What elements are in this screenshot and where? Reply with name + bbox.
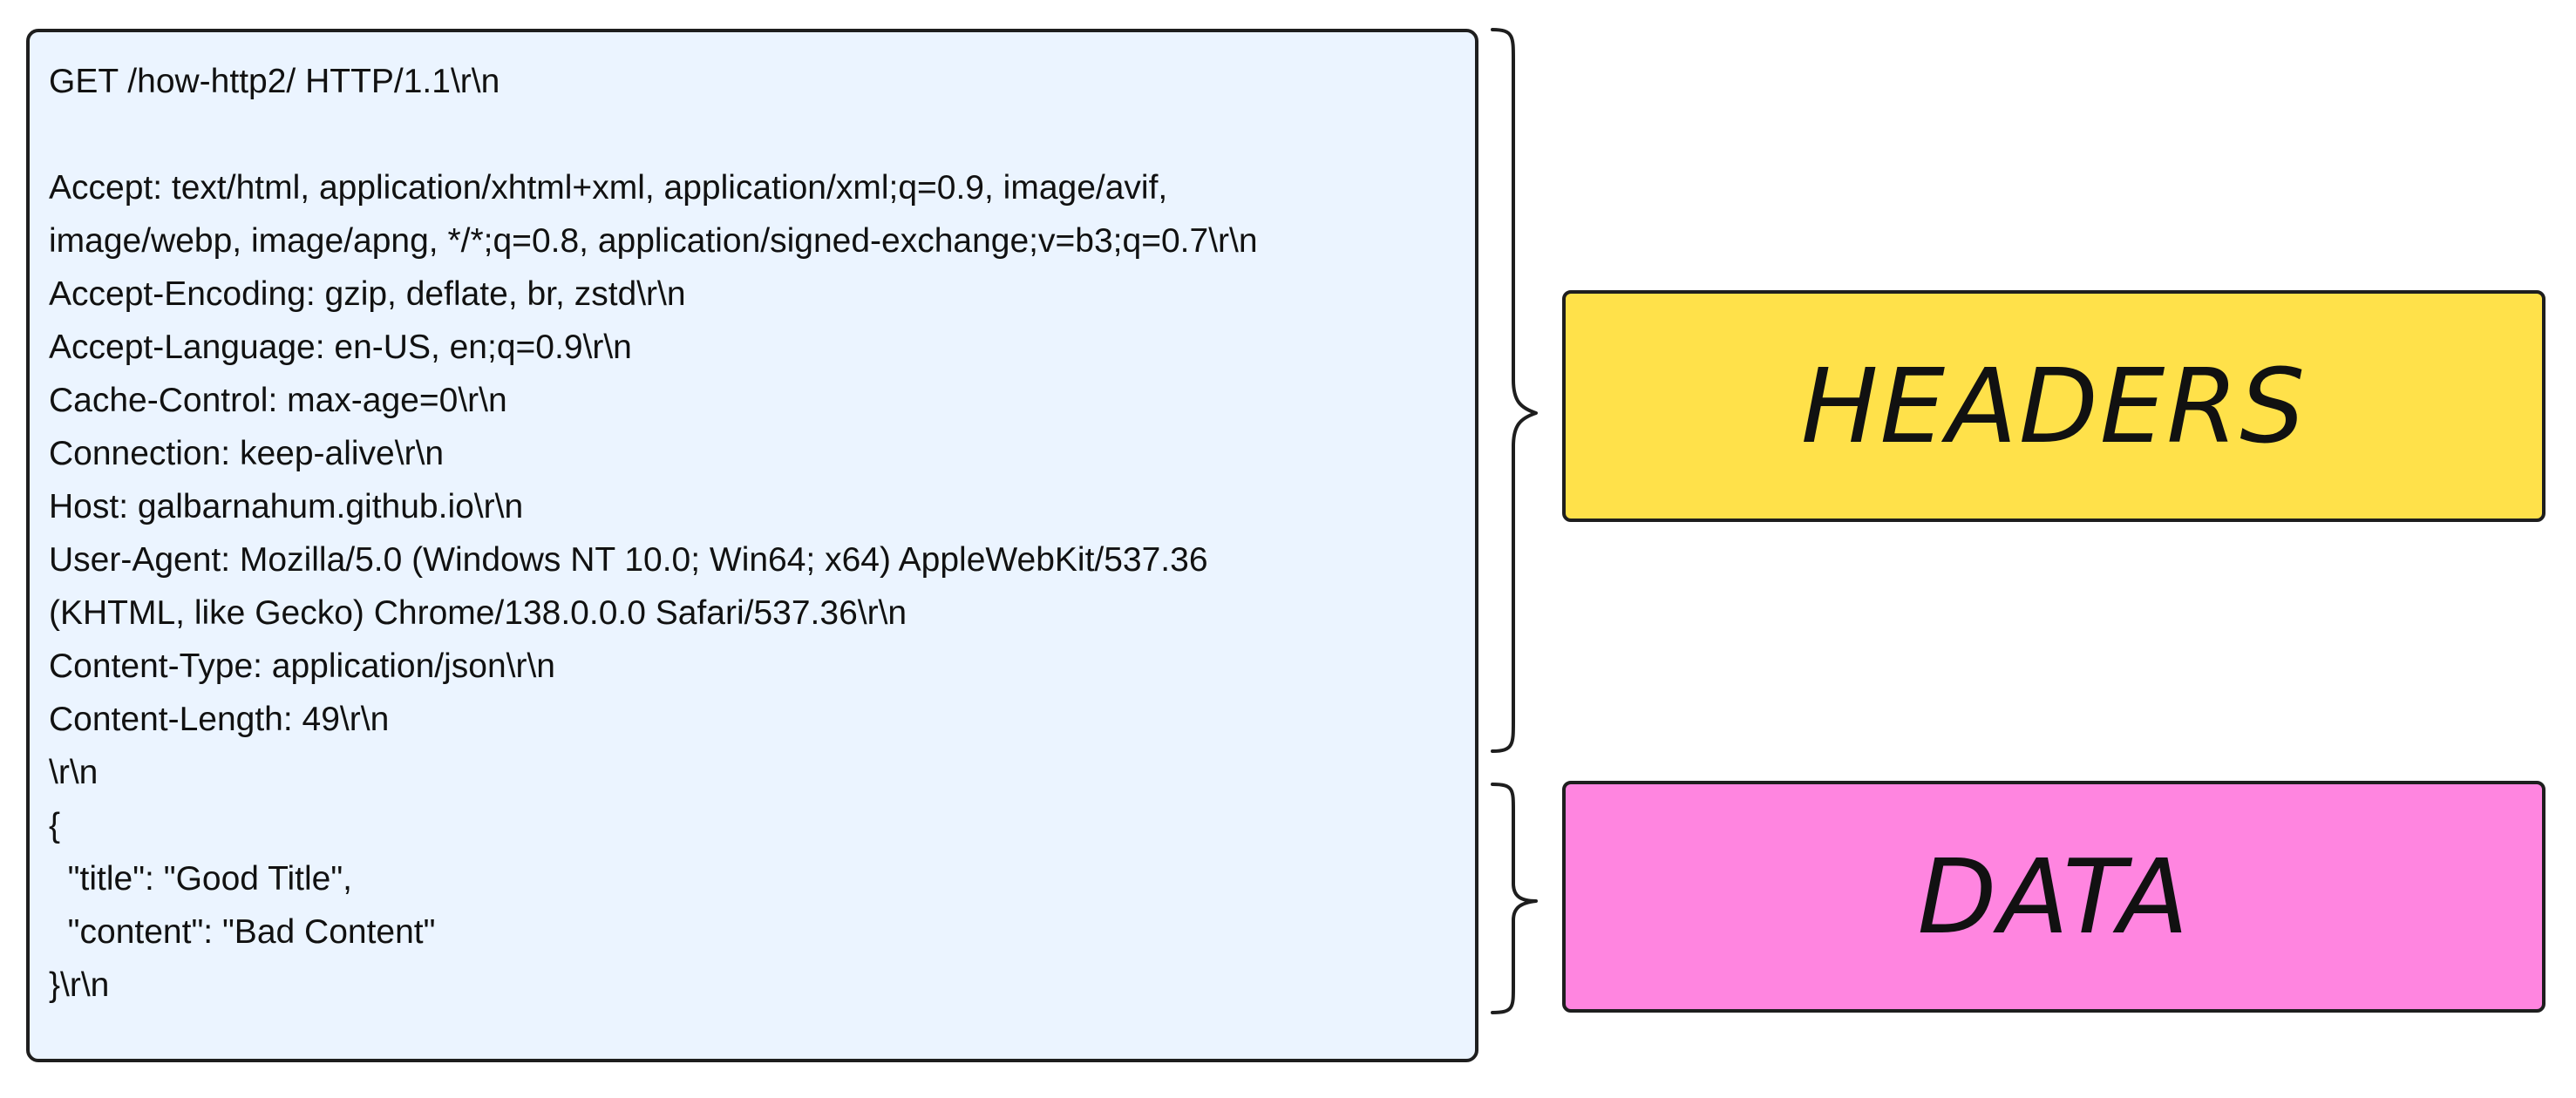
header-accept-line-2: image/webp, image/apng, */*;q=0.8, appli… bbox=[49, 222, 1258, 260]
body-close-brace: }\r\n bbox=[49, 966, 110, 1004]
header-cache-control: Cache-Control: max-age=0\r\n bbox=[49, 382, 507, 419]
headers-brace bbox=[1491, 28, 1538, 753]
headers-label: HEADERS bbox=[1800, 346, 2308, 466]
data-label-box: DATA bbox=[1562, 781, 2545, 1013]
header-user-agent-line-2: (KHTML, like Gecko) Chrome/138.0.0.0 Saf… bbox=[49, 594, 907, 632]
header-content-type: Content-Type: application/json\r\n bbox=[49, 647, 556, 685]
body-title-field: "title": "Good Title", bbox=[49, 860, 353, 898]
headers-label-box: HEADERS bbox=[1562, 290, 2545, 522]
body-content-field: "content": "Bad Content" bbox=[49, 913, 436, 951]
header-content-length: Content-Length: 49\r\n bbox=[49, 701, 390, 738]
header-host: Host: galbarnahum.github.io\r\n bbox=[49, 488, 524, 525]
header-accept-encoding: Accept-Encoding: gzip, deflate, br, zstd… bbox=[49, 275, 686, 313]
body-open-brace: { bbox=[49, 807, 61, 844]
data-label: DATA bbox=[1917, 837, 2191, 957]
http-request-box: GET /how-http2/ HTTP/1.1\r\n Accept: tex… bbox=[26, 29, 1478, 1062]
header-user-agent-line-1: User-Agent: Mozilla/5.0 (Windows NT 10.0… bbox=[49, 541, 1208, 579]
data-brace bbox=[1491, 783, 1538, 1014]
headers-terminator: \r\n bbox=[49, 754, 99, 791]
header-accept-language: Accept-Language: en-US, en;q=0.9\r\n bbox=[49, 329, 632, 366]
request-line: GET /how-http2/ HTTP/1.1\r\n bbox=[49, 63, 500, 100]
blank-line bbox=[49, 108, 1475, 161]
header-accept-line-1: Accept: text/html, application/xhtml+xml… bbox=[49, 169, 1168, 207]
header-connection: Connection: keep-alive\r\n bbox=[49, 435, 445, 472]
